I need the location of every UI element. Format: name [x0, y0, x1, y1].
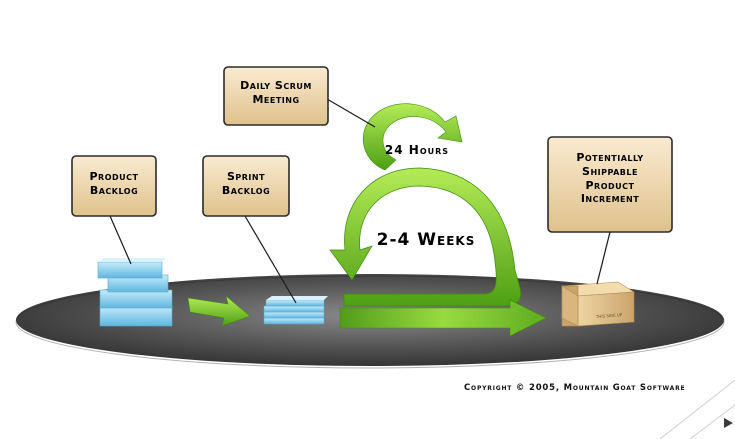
product-backlog-label: Product Backlog [89, 170, 139, 197]
corner-arrow-icon [724, 418, 733, 428]
platform-shadow [15, 275, 725, 369]
sprint-backlog-label: Sprint Backlog [221, 170, 271, 197]
sprint-cycle-arrow [329, 167, 547, 337]
sprint-backlog-callout [202, 155, 290, 217]
daily-cycle-label: 24 Hours [384, 143, 450, 157]
daily-cycle-arrow [363, 103, 463, 171]
product-backlog-stack [97, 258, 173, 327]
corner-decoration [659, 379, 735, 439]
box-stamp: THIS SIDE UP [595, 312, 623, 319]
copyright-notice: Copyright © 2005, Mountain Goat Software [464, 383, 686, 393]
daily-scrum-callout [223, 66, 329, 126]
sprint-cycle-label: 2-4 Weeks [376, 230, 476, 250]
pointer-lines [109, 98, 611, 304]
shipping-box: THIS SIDE UP [561, 281, 635, 327]
daily-scrum-label: Daily Scrum Meeting [240, 79, 312, 106]
sprint-backlog-stack [263, 296, 328, 325]
product-backlog-callout [71, 155, 157, 217]
increment-callout [547, 136, 673, 233]
backlog-to-sprint-arrow [187, 295, 251, 327]
increment-label: Potentially Shippable Product Increment [576, 151, 644, 206]
